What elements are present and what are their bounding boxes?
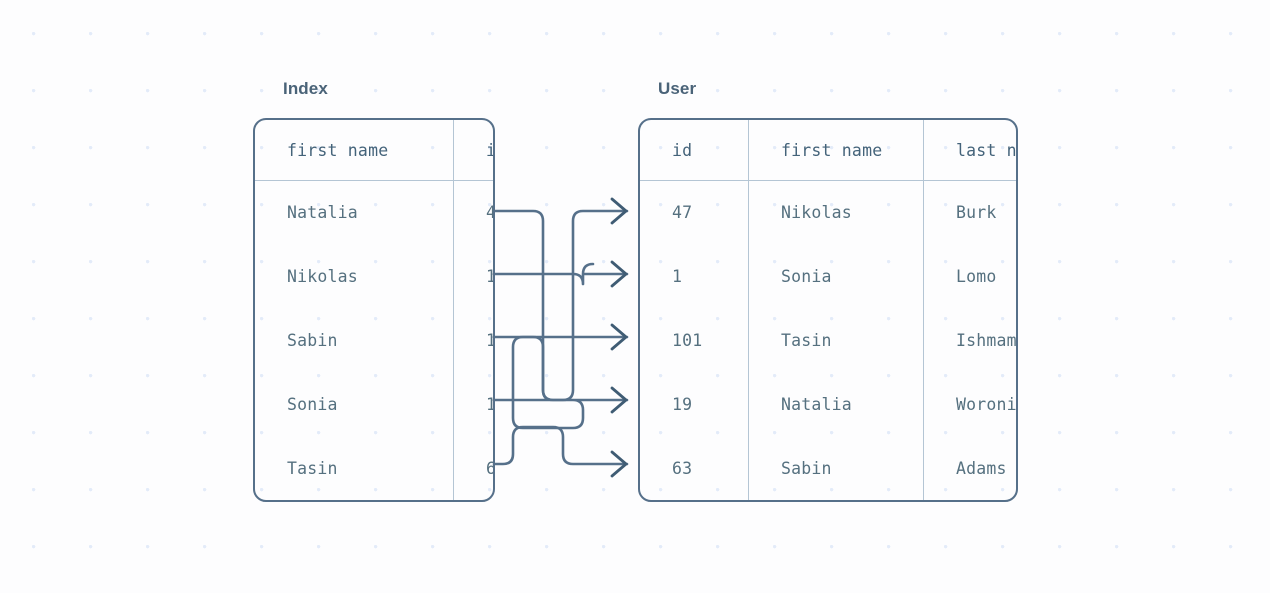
- arrowhead-icon: [610, 450, 628, 478]
- user-cell-first-name: Natalia: [748, 372, 924, 437]
- user-table-body: 47 Nikolas Burk 1 Sonia Lomo 101 Tasin I…: [640, 180, 1016, 500]
- index-table-grid: first name id Natalia 47 Nikolas 1 Sabin…: [255, 120, 493, 500]
- user-col-first-name: first name: [748, 120, 924, 181]
- user-cell-id: 1: [672, 267, 683, 287]
- table-row: 101 Tasin Ishmam: [640, 308, 1016, 373]
- user-col-last-name: last name: [923, 120, 1016, 181]
- user-cell-last-name: Burk: [923, 180, 1016, 245]
- user-table: id first name last name 47 Nikolas Burk …: [638, 118, 1018, 502]
- user-cell-id: 63: [672, 458, 693, 478]
- user-cell-first-name: Sabin: [748, 436, 924, 500]
- table-row: Tasin 63: [255, 436, 493, 500]
- table-row: Nikolas 1: [255, 244, 493, 309]
- user-cell-first-name: Nikolas: [748, 180, 924, 245]
- arrowhead-icon: [610, 197, 628, 225]
- user-cell-last-name: Ishmam: [923, 308, 1016, 373]
- user-cell-last-name: Adams: [923, 436, 1016, 500]
- index-table-header: first name id: [255, 120, 493, 181]
- user-col-id: id: [640, 120, 749, 181]
- table-row: 19 Natalia Woroniec: [640, 372, 1016, 437]
- arrowhead-icon: [610, 386, 628, 414]
- user-cell-first-name: Tasin: [748, 308, 924, 373]
- user-table-header: id first name last name: [640, 120, 1016, 181]
- arrowhead-icon: [610, 323, 628, 351]
- index-col-id: id: [453, 120, 493, 181]
- user-cell-last-name: Woroniec: [923, 372, 1016, 437]
- connector-path-1: [492, 262, 629, 286]
- table-header-row: first name id: [255, 120, 493, 181]
- table-row: Natalia 47: [255, 180, 493, 245]
- user-cell-last-name: Lomo: [923, 244, 1016, 309]
- user-cell-id: 19: [672, 394, 693, 414]
- table-row: 47 Nikolas Burk: [640, 180, 1016, 245]
- index-cell-first-name: Sabin: [287, 330, 338, 350]
- index-col-first-name: first name: [255, 120, 454, 181]
- user-cell-first-name: Sonia: [748, 244, 924, 309]
- index-cell-first-name: Nikolas: [287, 267, 358, 287]
- index-cell-id: 47: [453, 180, 493, 245]
- user-cell-id: 101: [672, 330, 703, 350]
- index-cell-id: 63: [453, 436, 493, 500]
- arrowhead-icon: [610, 260, 628, 288]
- table-row: Sonia 19: [255, 372, 493, 437]
- table-row: 63 Sabin Adams: [640, 436, 1016, 500]
- user-table-grid: id first name last name 47 Nikolas Burk …: [640, 120, 1016, 500]
- index-cell-first-name: Sonia: [287, 394, 338, 414]
- index-table-body: Natalia 47 Nikolas 1 Sabin 101 Sonia 19 …: [255, 180, 493, 500]
- index-cell-first-name: Natalia: [287, 203, 358, 223]
- index-table-caption: Index: [283, 79, 328, 98]
- user-table-caption: User: [658, 79, 697, 98]
- table-row: 1 Sonia Lomo: [640, 244, 1016, 309]
- table-row: Sabin 101: [255, 308, 493, 373]
- index-cell-id: 19: [453, 372, 493, 437]
- index-cell-id: 101: [453, 308, 493, 373]
- index-table: first name id Natalia 47 Nikolas 1 Sabin…: [253, 118, 495, 502]
- connector-path-19: [492, 335, 629, 430]
- table-header-row: id first name last name: [640, 120, 1016, 181]
- index-cell-id: 1: [453, 244, 493, 309]
- index-cell-first-name: Tasin: [287, 458, 338, 478]
- connector-path-47: [492, 209, 629, 402]
- connector-path-63: [492, 425, 629, 466]
- user-cell-id: 47: [672, 203, 693, 223]
